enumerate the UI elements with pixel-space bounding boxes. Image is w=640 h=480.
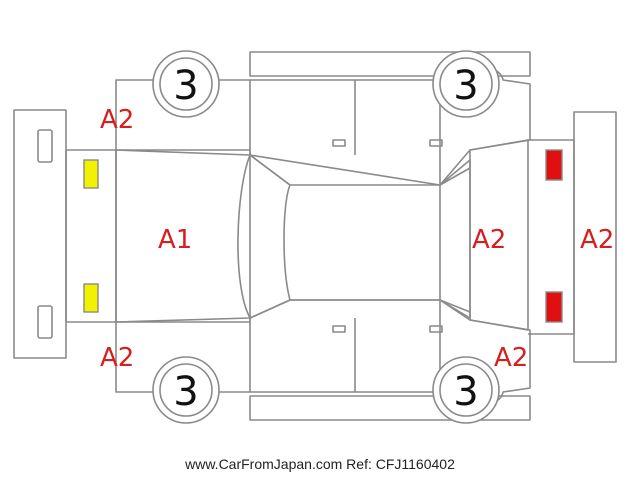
wheel-rear-left: 3 [432, 50, 500, 118]
damage-rear-bumper: A2 [580, 225, 614, 255]
front-lamp-marker-bottom [83, 283, 99, 313]
damage-hood: A1 [158, 225, 192, 255]
watermark-text: www.CarFromJapan.com Ref: CFJ1160402 [185, 456, 455, 472]
wheel-rear-left-grade: 3 [453, 63, 478, 109]
wheel-front-right: 3 [152, 356, 220, 424]
front-bumper [13, 109, 67, 359]
front-lamp-marker-top [83, 159, 99, 189]
damage-tailgate: A2 [472, 225, 506, 255]
wheel-rear-right: 3 [432, 356, 500, 424]
wheel-rear-right-grade: 3 [453, 369, 478, 415]
front-fascia [65, 149, 117, 323]
damage-left-lower-front: A2 [100, 343, 134, 373]
rear-lamp-marker-bottom [545, 291, 563, 323]
wheel-front-left-grade: 3 [173, 63, 198, 109]
damage-right-lower-rear: A2 [494, 343, 528, 373]
damage-left-front-fender: A2 [100, 105, 134, 135]
wheel-front-right-grade: 3 [173, 369, 198, 415]
wheel-front-left: 3 [152, 50, 220, 118]
rear-lamp-marker-top [545, 149, 563, 181]
cabin-top [237, 154, 471, 319]
